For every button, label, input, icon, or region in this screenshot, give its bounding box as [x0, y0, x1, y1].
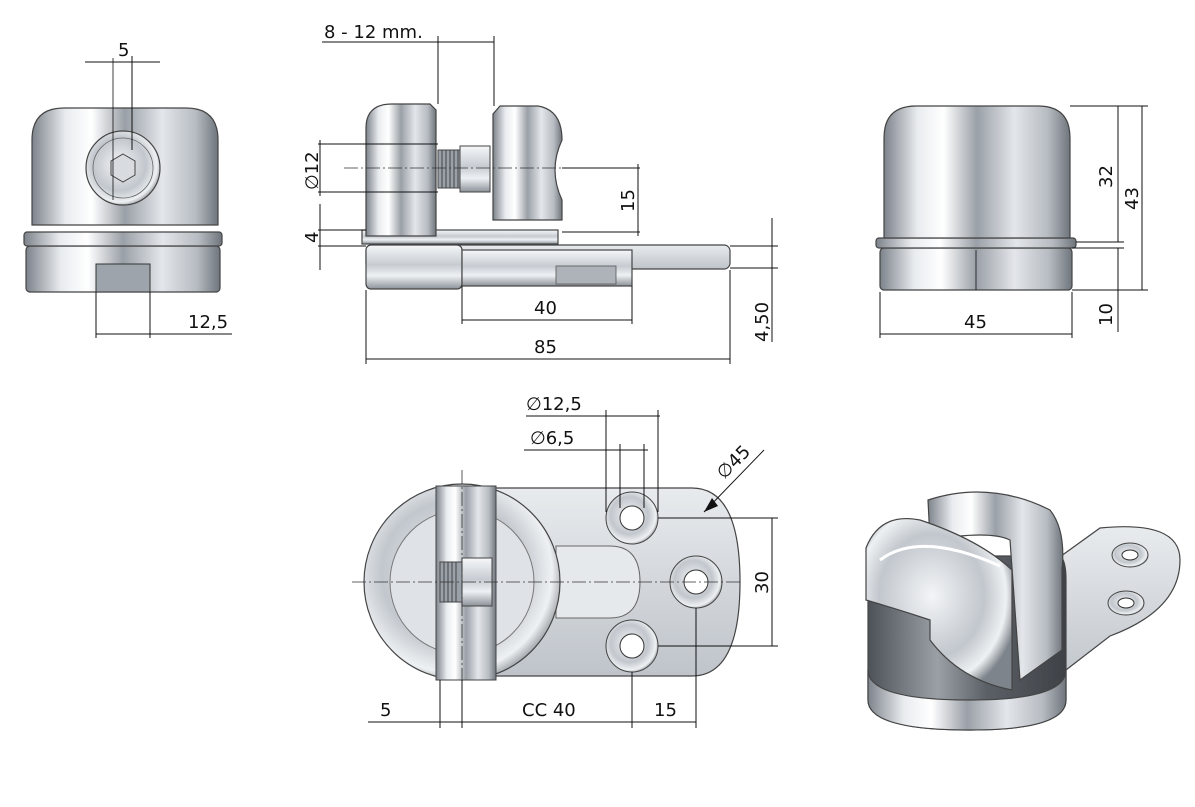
side-right-clamp — [492, 105, 563, 221]
dim-cap-height: 32 — [1096, 165, 1117, 188]
dia-symbol: ∅ — [526, 394, 542, 415]
svg-text:∅12: ∅12 — [302, 151, 323, 190]
hex-socket-icon — [110, 153, 136, 183]
right-cap — [883, 105, 1071, 239]
dim-total-length: 85 — [534, 337, 557, 358]
top-view: ∅12,5 ∅6,5 ∅45 30 5 CC 40 15 — [352, 394, 778, 728]
dim-base-thickness: 10 — [1096, 303, 1117, 326]
dim-offset-left: 5 — [380, 700, 391, 721]
side-left-clamp — [365, 103, 437, 237]
dim-total-height: 43 — [1122, 187, 1143, 210]
dia-symbol: ∅ — [530, 428, 546, 449]
dim-gap-range: 8 - 12 mm. — [324, 22, 423, 43]
side-view: 8 - 12 mm. ∅12 4 15 40 85 4,50 — [302, 22, 778, 364]
dim-hole-inner: 6,5 — [546, 428, 575, 449]
front-slot — [95, 263, 151, 293]
front-flange — [23, 231, 223, 247]
dim-base-height: 4,50 — [752, 302, 773, 342]
right-view: 32 43 10 45 — [875, 105, 1148, 338]
dim-hole-outer: 12,5 — [542, 394, 582, 415]
dim-plate-thickness: 4 — [302, 232, 323, 243]
dia-symbol: ∅ — [302, 174, 323, 190]
dim-slot-length: 40 — [534, 298, 557, 319]
dim-width: 45 — [964, 312, 987, 333]
dim-hex-width: 5 — [118, 40, 129, 61]
svg-text:∅12,5: ∅12,5 — [526, 394, 582, 415]
side-thread — [437, 149, 461, 189]
dim-hole-spacing: 30 — [752, 571, 773, 594]
dim-thread-dia: 12 — [302, 151, 323, 174]
svg-text:∅6,5: ∅6,5 — [530, 428, 574, 449]
iso-front-clamp — [865, 518, 1013, 691]
dim-slot-width: 12,5 — [188, 312, 228, 333]
iso-rear-clamp — [927, 491, 1064, 682]
svg-text:∅45: ∅45 — [713, 441, 755, 483]
dim-thread-height: 15 — [618, 189, 639, 212]
isometric-view — [865, 491, 1181, 731]
dim-offset-right: 15 — [654, 700, 677, 721]
front-view: 5 12,5 — [23, 40, 232, 338]
dim-center-center: CC 40 — [522, 700, 576, 721]
